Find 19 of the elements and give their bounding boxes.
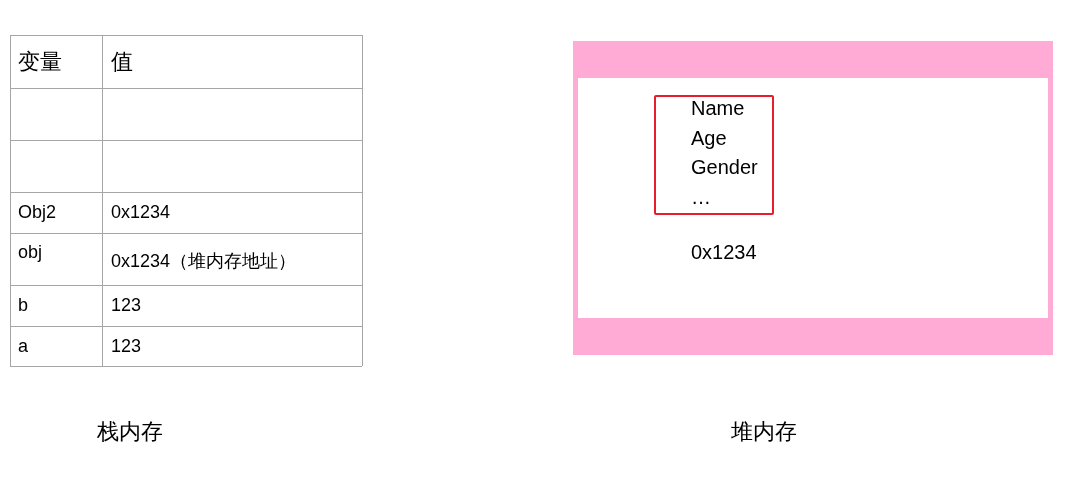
caption: 栈内存	[97, 421, 163, 443]
variable-value: 123	[111, 337, 142, 355]
variable-name: Obj2	[18, 203, 57, 221]
variable-name: a	[18, 337, 28, 355]
variable-value: 0x1234（堆内存地址）	[111, 252, 297, 270]
column-header: 变量	[18, 51, 62, 73]
object-box	[654, 95, 774, 215]
property-name: Age	[691, 128, 727, 148]
property-name: …	[691, 187, 711, 207]
caption: 堆内存	[731, 421, 797, 443]
property-name: Gender	[691, 157, 758, 177]
heap-memory-area	[573, 41, 1053, 355]
variable-name: obj	[18, 243, 43, 261]
property-name: Name	[691, 98, 745, 118]
column-header: 值	[111, 51, 133, 73]
variable-value: 123	[111, 296, 142, 314]
variable-name: b	[18, 296, 28, 314]
memory-address: 0x1234	[691, 242, 757, 262]
variable-value: 0x1234	[111, 203, 171, 221]
